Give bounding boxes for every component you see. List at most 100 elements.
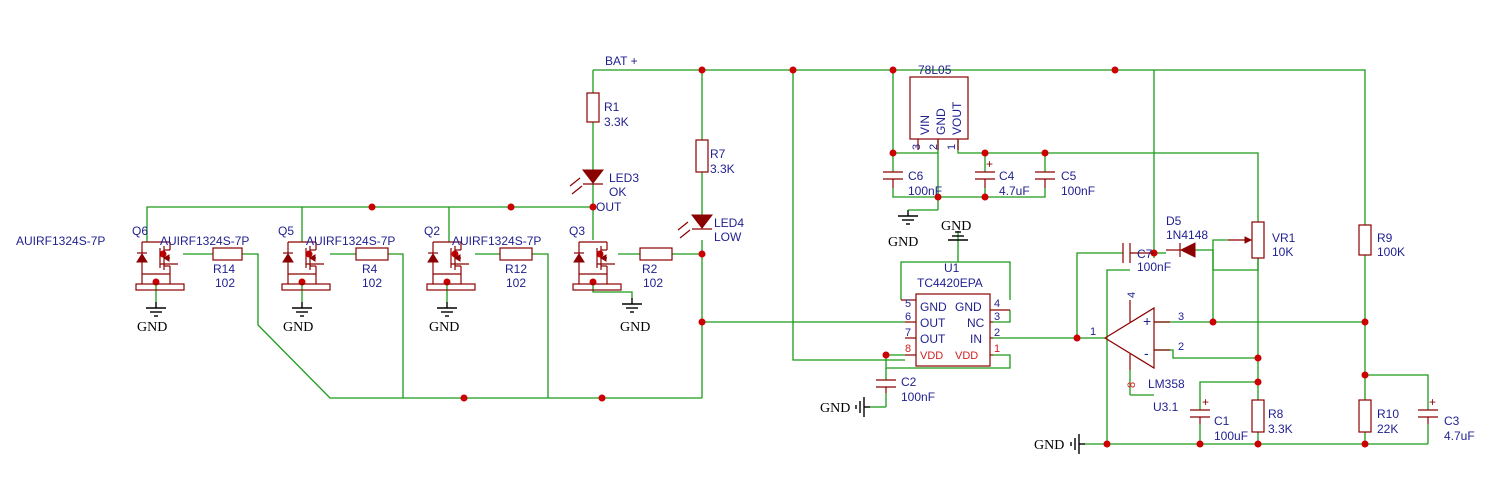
u1-pin-label-gnd-left: GND	[920, 300, 947, 314]
q6-ref: Q6	[132, 224, 148, 238]
mosfet-q3: Q3 AUIRF1324S-7P	[452, 224, 622, 291]
resistor-r8: R8 3.3K	[1251, 399, 1293, 436]
ground-q6: GND	[137, 301, 167, 335]
u1-pin-label-nc: NC	[967, 316, 985, 330]
svg-text:+: +	[986, 157, 993, 171]
junctions	[152, 66, 1369, 448]
c6-value: 100nF	[908, 184, 942, 198]
regulator-pin-num-2: 2	[928, 144, 940, 150]
c6-ref: C6	[908, 169, 924, 183]
u1-part: TC4420EPA	[917, 276, 983, 290]
gnd-label-c2: GND	[820, 401, 850, 416]
ground-u1: GND	[941, 219, 971, 246]
led3-value: OK	[609, 185, 626, 199]
capacitor-c6: C6 100nF	[883, 169, 942, 198]
r12-value: 102	[506, 276, 526, 290]
q3-ref: Q3	[569, 224, 585, 238]
regulator-pin-gnd: GND	[934, 108, 948, 135]
r7-value: 3.3K	[710, 162, 735, 176]
capacitor-c3: + C3 4.7uF	[1418, 395, 1475, 443]
u1-pin-label-gnd-right: GND	[955, 300, 982, 314]
ground-regulator: GND	[888, 209, 938, 250]
u1-pin-label-out2: OUT	[920, 332, 946, 346]
driver-u1: U1 TC4420EPA GND GND OUT NC OUT IN VDD V…	[901, 261, 1010, 367]
capacitor-c4: + C4 4.7uF	[975, 157, 1030, 198]
r2-value: 102	[643, 276, 663, 290]
led4-value: LOW	[714, 230, 742, 244]
q3-part: AUIRF1324S-7P	[452, 234, 541, 248]
mosfet-q6: Q6 AUIRF1324S-7P	[16, 224, 185, 291]
r8-ref: R8	[1268, 407, 1284, 421]
ground-c2: GND	[820, 396, 871, 418]
c5-ref: C5	[1061, 169, 1077, 183]
q6-part: AUIRF1324S-7P	[16, 234, 105, 248]
q5-part: AUIRF1324S-7P	[160, 234, 249, 248]
resistor-r4: R4 102	[355, 247, 389, 290]
d5-ref: D5	[1166, 214, 1182, 228]
mosfet-q5: Q5 AUIRF1324S-7P	[160, 224, 331, 291]
led4-ref: LED4	[714, 216, 744, 230]
capacitor-c1: + C1 100uF	[1190, 395, 1248, 443]
u3-pin-num-1: 1	[1090, 326, 1096, 338]
resistor-r12: R12 102	[499, 247, 533, 290]
r14-ref: R14	[213, 262, 235, 276]
r9-ref: R9	[1377, 231, 1393, 245]
r7-ref: R7	[710, 147, 726, 161]
resistor-r7: R7 3.3K	[695, 139, 735, 176]
regulator-pin-vin: VIN	[918, 115, 932, 135]
vr1-value: 10K	[1272, 245, 1293, 259]
vr1-ref: VR1	[1272, 231, 1296, 245]
resistor-r14: R14 102	[212, 247, 243, 290]
r1-value: 3.3K	[604, 115, 629, 129]
net-label-bat: BAT +	[605, 54, 638, 68]
wires	[146, 69, 1429, 445]
r4-ref: R4	[362, 262, 378, 276]
capacitor-c2: C2 100nF	[876, 375, 935, 404]
potentiometer-vr1: VR1 10K	[1228, 221, 1296, 259]
led-led3: LED3 OK	[569, 169, 639, 199]
gnd-label-u1: GND	[941, 219, 971, 234]
gnd-label-lm358: GND	[1034, 438, 1064, 453]
u1-pin-num-8: 8	[905, 343, 911, 355]
c7-value: 100nF	[1137, 260, 1171, 274]
resistor-r2: R2 102	[639, 247, 673, 290]
ground-q5: GND	[283, 301, 313, 335]
svg-text:+: +	[1202, 395, 1209, 409]
c3-ref: C3	[1444, 414, 1460, 428]
c1-value: 100uF	[1214, 429, 1248, 443]
c3-value: 4.7uF	[1444, 429, 1475, 443]
u1-ref: U1	[944, 261, 960, 275]
regulator-pin-vout: VOUT	[950, 101, 964, 135]
svg-text:+: +	[1429, 395, 1436, 409]
resistor-r10: R10 22K	[1358, 399, 1399, 436]
ground-lm358: GND	[1034, 433, 1086, 455]
ground-q3: GND	[620, 297, 650, 335]
u3-pin-num-8: 8	[1126, 382, 1138, 388]
u3-part: LM358	[1148, 377, 1185, 391]
resistor-r9: R9 100K	[1358, 224, 1405, 259]
led-led4: LED4 LOW	[677, 214, 744, 244]
diode-d5: D5 1N4148	[1166, 214, 1208, 258]
r12-ref: R12	[505, 262, 527, 276]
capacitor-c5: C5 100nF	[1035, 169, 1095, 198]
regulator-pin-num-1: 1	[946, 144, 958, 150]
r9-value: 100K	[1377, 245, 1405, 259]
regulator-part: 78L05	[918, 63, 952, 77]
r4-value: 102	[362, 276, 382, 290]
resistor-r1: R1 3.3K	[586, 92, 629, 129]
c2-value: 100nF	[901, 390, 935, 404]
u1-pin-label-vdd-right: VDD	[955, 350, 978, 362]
d5-value: 1N4148	[1166, 228, 1208, 242]
regulator-pin-num-3: 3	[911, 144, 923, 150]
r10-value: 22K	[1377, 422, 1398, 436]
u1-pin-num-2: 2	[994, 327, 1000, 339]
c5-value: 100nF	[1061, 184, 1095, 198]
c1-ref: C1	[1214, 414, 1230, 428]
r2-ref: R2	[642, 262, 658, 276]
u3-ref: U3.1	[1153, 400, 1179, 414]
c4-ref: C4	[999, 169, 1015, 183]
r14-value: 102	[215, 276, 235, 290]
ground-q2: GND	[429, 301, 459, 335]
u3-pin-num-4: 4	[1126, 292, 1138, 298]
